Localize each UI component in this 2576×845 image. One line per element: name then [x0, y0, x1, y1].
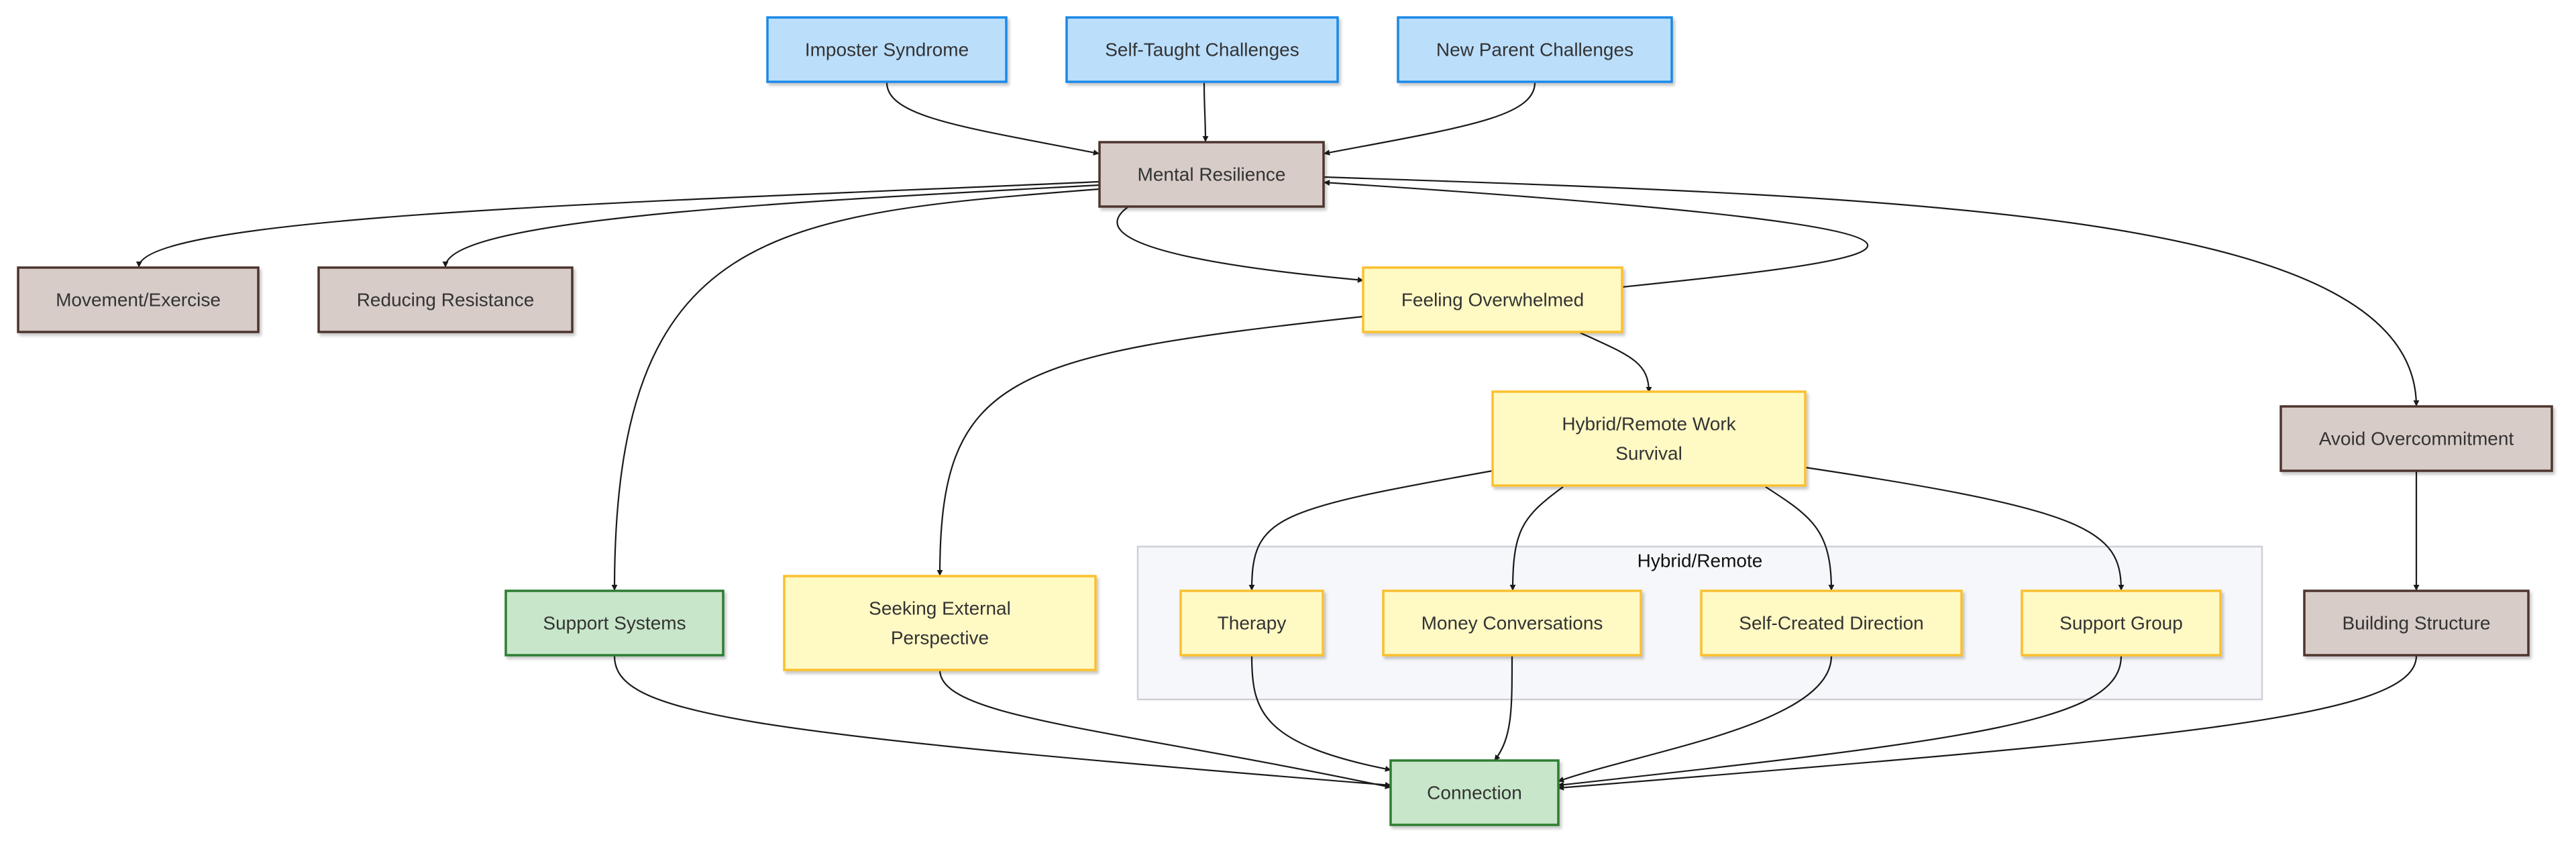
- node-label: Building Structure: [2342, 613, 2490, 634]
- node-box: [2279, 405, 2553, 472]
- group-label: Hybrid/Remote: [1638, 551, 1763, 571]
- node-label: Seeking External: [869, 598, 1011, 619]
- node-label: Connection: [1427, 783, 1522, 803]
- node-box: [1098, 141, 1325, 208]
- node-box: [1065, 16, 1339, 83]
- node-box: [1491, 390, 1807, 487]
- node-label: Perspective: [891, 628, 989, 649]
- edge-mental-resilience-to-reducing-resistance: [442, 184, 1099, 268]
- edge-support-systems-to-connection: [613, 655, 1391, 788]
- node-label: Money Conversations: [1421, 613, 1603, 634]
- edge-building-structure-to-connection: [1558, 655, 2418, 791]
- node-mental-resilience[interactable]: Mental Resilience: [1098, 141, 1325, 208]
- edge-therapy-to-connection: [1250, 655, 1391, 772]
- node-label: Movement/Exercise: [56, 290, 221, 311]
- node-label: Mental Resilience: [1138, 164, 1286, 185]
- edge-self-created-direction-to-connection: [1558, 655, 1833, 783]
- node-label: Self-Taught Challenges: [1105, 40, 1299, 60]
- node-box: [504, 589, 724, 657]
- node-label: Survival: [1615, 443, 1682, 464]
- node-movement[interactable]: Movement/Exercise: [17, 266, 260, 333]
- edge-mental-resilience-to-support-systems: [611, 188, 1099, 591]
- node-support-group[interactable]: Support Group: [2021, 589, 2222, 657]
- node-reducing-resistance[interactable]: Reducing Resistance: [317, 266, 574, 333]
- edge-support-group-to-connection: [1558, 655, 2123, 788]
- node-box: [2303, 589, 2530, 657]
- node-label: Reducing Resistance: [357, 290, 535, 311]
- node-box: [766, 16, 1008, 83]
- edge-feeling-overwhelmed-to-mental-resilience: [1324, 180, 1869, 288]
- node-building-structure[interactable]: Building Structure: [2303, 589, 2530, 657]
- node-avoid-overcommitment[interactable]: Avoid Overcommitment: [2279, 405, 2553, 472]
- node-new-parent[interactable]: New Parent Challenges: [1397, 16, 1673, 83]
- node-label: Feeling Overwhelmed: [1401, 290, 1584, 311]
- node-box: [1700, 589, 1963, 657]
- node-label: Imposter Syndrome: [805, 40, 969, 60]
- edge-hybrid-survival-to-money-conversations: [1509, 486, 1564, 591]
- edge-mental-resilience-to-avoid-overcommitment: [1324, 176, 2420, 406]
- node-label: Therapy: [1218, 613, 1287, 634]
- node-box: [783, 575, 1097, 671]
- node-box: [317, 266, 574, 333]
- node-therapy[interactable]: Therapy: [1179, 589, 1324, 657]
- edge-money-conversations-to-connection: [1494, 655, 1513, 761]
- node-feeling-overwhelmed[interactable]: Feeling Overwhelmed: [1362, 266, 1623, 333]
- edge-new-parent-to-mental-resilience: [1324, 82, 1536, 156]
- edge-seeking-perspective-to-connection: [938, 669, 1391, 789]
- node-money-conversations[interactable]: Money Conversations: [1382, 589, 1642, 657]
- node-box: [1179, 589, 1324, 657]
- edge-imposter-to-mental-resilience: [885, 82, 1099, 156]
- node-label: Support Systems: [543, 613, 686, 634]
- edges-layer: [136, 82, 2420, 791]
- edge-hybrid-survival-to-therapy: [1248, 469, 1493, 591]
- node-support-systems[interactable]: Support Systems: [504, 589, 724, 657]
- node-box: [1397, 16, 1673, 83]
- edge-feeling-overwhelmed-to-seeking-perspective: [936, 315, 1364, 576]
- edge-hybrid-survival-to-support-group: [1805, 466, 2125, 591]
- node-box: [1382, 589, 1642, 657]
- nodes-layer: Imposter Syndrome Self-Taught Challenges N…: [17, 16, 2553, 826]
- node-label: Avoid Overcommitment: [2319, 429, 2514, 449]
- edge-mental-resilience-to-movement: [136, 180, 1099, 268]
- node-label: Self-Created Direction: [1739, 613, 1923, 634]
- edge-mental-resilience-to-feeling-overwhelmed: [1116, 207, 1364, 283]
- node-box: [1389, 759, 1560, 826]
- node-connection[interactable]: Connection: [1389, 759, 1560, 826]
- node-box: [2021, 589, 2222, 657]
- node-box: [1362, 266, 1623, 333]
- edge-feeling-overwhelmed-to-hybrid-survival: [1579, 331, 1652, 393]
- node-self-created-direction[interactable]: Self-Created Direction: [1700, 589, 1963, 657]
- node-self-taught[interactable]: Self-Taught Challenges: [1065, 16, 1339, 83]
- node-label: New Parent Challenges: [1436, 40, 1633, 60]
- node-label: Support Group: [2059, 613, 2183, 634]
- node-box: [17, 266, 260, 333]
- edge-self-taught-to-mental-resilience: [1202, 82, 1209, 142]
- edge-hybrid-survival-to-self-created-direction: [1765, 486, 1835, 591]
- node-imposter[interactable]: Imposter Syndrome: [766, 16, 1008, 83]
- node-label: Hybrid/Remote Work: [1562, 414, 1736, 435]
